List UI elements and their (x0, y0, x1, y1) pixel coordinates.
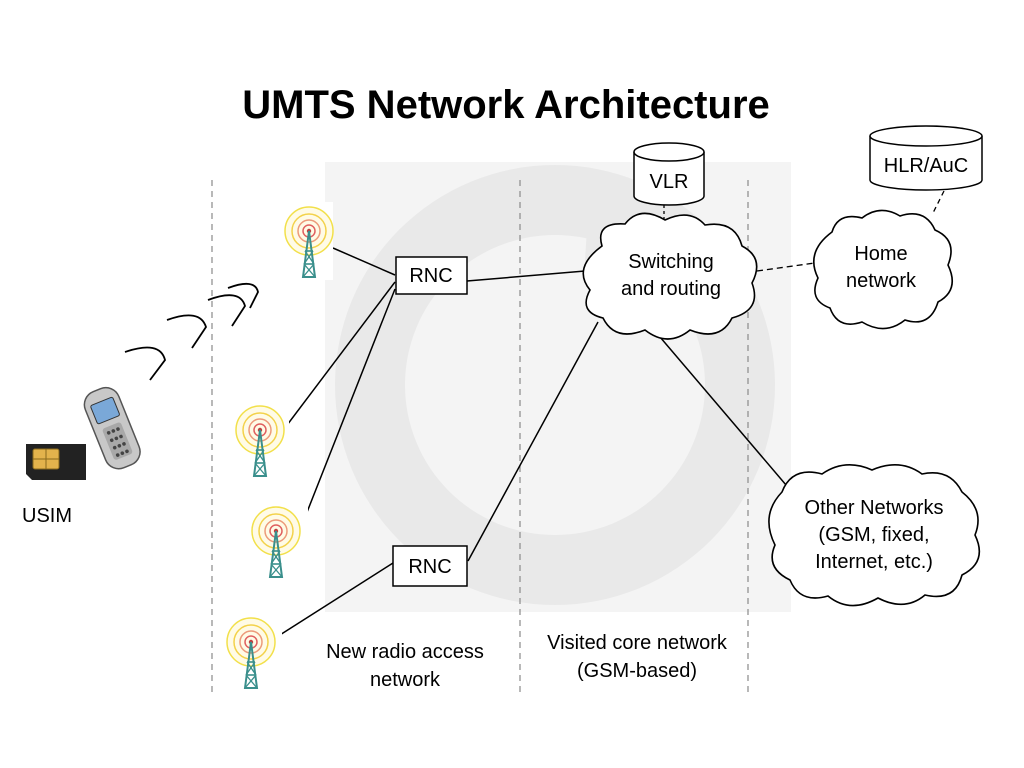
rnc-bottom-label: RNC (408, 556, 451, 578)
radio-access-label-line2: network (370, 669, 441, 691)
antenna-tower-icon (246, 500, 308, 578)
radio-wave-icon (124, 282, 259, 381)
radio-access-label-line1: New radio access (326, 641, 484, 663)
hlr-label: HLR/AuC (884, 155, 968, 177)
core-network-label-line1: Visited core network (547, 632, 728, 654)
mobile-phone-icon (83, 386, 141, 470)
other-networks-label-line1: Other Networks (805, 497, 944, 519)
rnc-top-node: RNC (395, 256, 468, 295)
rnc-bottom-node: RNC (392, 545, 468, 587)
vlr-database-icon: VLR (633, 142, 705, 206)
antenna-tower-icon (220, 612, 282, 690)
antenna-tower-icon (283, 202, 334, 280)
usim-label: USIM (22, 505, 72, 527)
home-network-label-line1: Home (854, 243, 907, 265)
sim-card-icon (26, 444, 86, 480)
other-networks-label-line3: Internet, etc.) (815, 551, 933, 573)
core-network-label-line2: (GSM-based) (577, 660, 697, 682)
rnc-top-label: RNC (409, 265, 452, 287)
switching-label-line1: Switching (628, 251, 714, 273)
antenna-tower-icon (229, 400, 289, 478)
other-networks-label-line2: (GSM, fixed, (818, 524, 929, 546)
home-network-cloud: Home network (813, 209, 954, 330)
page-title: UMTS Network Architecture (242, 83, 770, 127)
home-network-label-line2: network (846, 270, 917, 292)
hlr-database-icon: HLR/AuC (869, 125, 983, 191)
vlr-label: VLR (650, 171, 689, 193)
other-networks-cloud: Other Networks (GSM, fixed, Internet, et… (768, 464, 981, 607)
connection-lines (271, 190, 945, 641)
switching-routing-cloud: Switching and routing (582, 212, 758, 340)
switching-label-line2: and routing (621, 278, 721, 300)
